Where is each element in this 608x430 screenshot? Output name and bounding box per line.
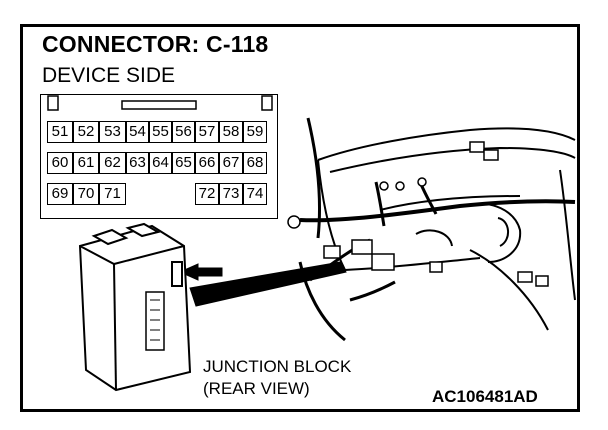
connector-title: CONNECTOR: C-118: [42, 31, 269, 57]
connector-pin: 69: [47, 183, 73, 205]
harness-connectors: [287, 141, 549, 287]
connector-pin: 58: [219, 121, 243, 143]
junction-block-arrow: [178, 263, 223, 281]
connector-pin: 65: [172, 152, 195, 174]
connector-latches: [47, 95, 273, 111]
connector-pin: 53: [99, 121, 126, 143]
connector-pin: 68: [243, 152, 267, 174]
dashboard-drawing: [317, 127, 576, 331]
junction-block-label: JUNCTION BLOCK (REAR VIEW): [203, 356, 351, 400]
connector-pin: 54: [126, 121, 149, 143]
connector-pin: 59: [243, 121, 267, 143]
connector-pin: 67: [219, 152, 243, 174]
connector-pin: 62: [99, 152, 126, 174]
figure-code: AC106481AD: [432, 387, 538, 406]
connector-pin: 64: [149, 152, 172, 174]
connector-pin: 66: [195, 152, 219, 174]
connector-pin: 51: [47, 121, 73, 143]
junction-block-slot-lines: [150, 299, 160, 341]
connector-pin: 57: [195, 121, 219, 143]
junction-block-label-line2: (REAR VIEW): [203, 379, 310, 398]
junction-block-label-line1: JUNCTION BLOCK: [203, 357, 352, 376]
connector-pin: 71: [99, 183, 126, 205]
connector-pin: 70: [73, 183, 99, 205]
connector-pin: 74: [243, 183, 267, 205]
junction-block-body: [78, 222, 192, 392]
connector-side-label: DEVICE SIDE: [42, 64, 176, 87]
connector-pin: 61: [73, 152, 99, 174]
connector-pin: 60: [47, 152, 73, 174]
connector-pin: 72: [195, 183, 219, 205]
figure-frame: [20, 24, 580, 412]
junction-block-slot: [145, 291, 165, 351]
location-leader: [189, 261, 347, 307]
connector-pin: 52: [73, 121, 99, 143]
connector-pin: 56: [172, 121, 195, 143]
connector-pin: 63: [126, 152, 149, 174]
connector-pin: 55: [149, 121, 172, 143]
connector-pin: 73: [219, 183, 243, 205]
